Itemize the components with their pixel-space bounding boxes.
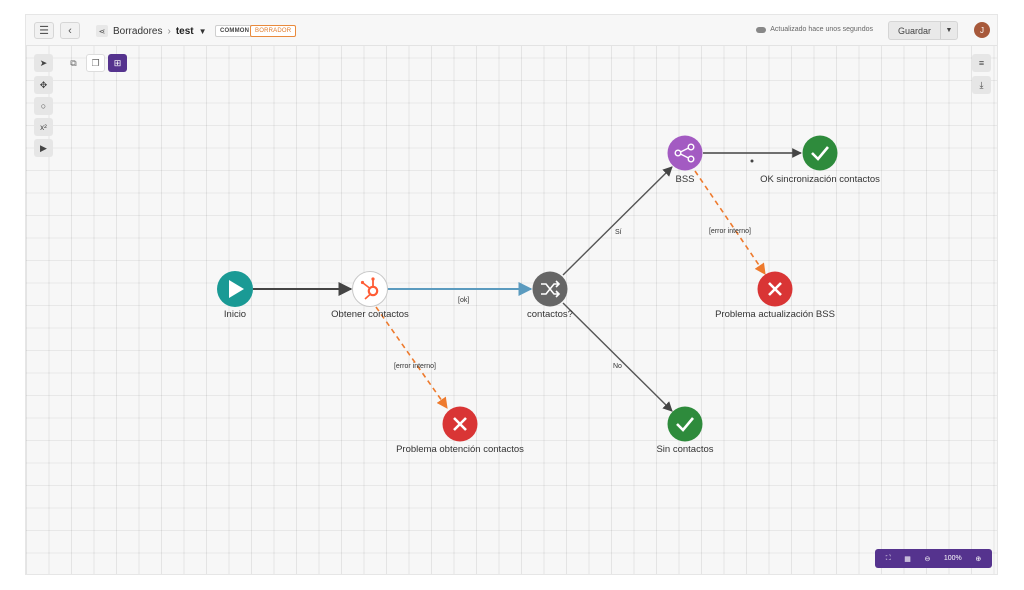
- save-dropdown-icon[interactable]: ▼: [940, 22, 957, 39]
- node-sin-contactos[interactable]: [667, 406, 703, 442]
- edge-label-no: No: [613, 363, 622, 370]
- tag-common: COMMON: [215, 25, 255, 37]
- play-icon: [229, 280, 244, 298]
- node-bss[interactable]: [667, 135, 703, 171]
- edge-label-error-bss: [error interno]: [709, 228, 751, 235]
- flow-diagram: [ok] Sí No [error interno] [error intern…: [217, 135, 880, 455]
- tag-draft: BORRADOR: [250, 25, 297, 37]
- variables-tool-icon[interactable]: x²: [34, 118, 53, 136]
- edge-contactos-bss[interactable]: [562, 166, 673, 276]
- chevron-down-icon[interactable]: ▼: [198, 26, 207, 36]
- menu-icon[interactable]: ☰: [34, 22, 54, 39]
- node-label-prob-obt: Problema obtención contactos: [396, 444, 524, 455]
- list-icon[interactable]: ≡: [972, 54, 991, 72]
- edge-label-error-obtener: [error interno]: [394, 363, 436, 370]
- node-ok-sincronizacion[interactable]: [802, 135, 838, 171]
- edge-label-si: Sí: [615, 229, 622, 236]
- fullscreen-icon[interactable]: ⛶: [885, 554, 891, 562]
- node-contactos-decision[interactable]: [532, 271, 568, 307]
- circle-tool-icon[interactable]: ○: [34, 97, 53, 115]
- zoom-out-icon[interactable]: ⊖: [924, 555, 931, 563]
- shuffle-icon: [541, 280, 561, 298]
- run-tool-icon[interactable]: ▶: [34, 139, 53, 157]
- save-status: Actualizado hace unos segundos: [756, 26, 873, 33]
- paste-icon[interactable]: ❐: [86, 54, 105, 72]
- node-problema-obtencion[interactable]: [442, 406, 478, 442]
- close-icon: [453, 417, 467, 431]
- copy-icon[interactable]: ⧉: [70, 57, 77, 68]
- node-label-contactos: contactos?: [527, 309, 573, 320]
- flow-canvas[interactable]: ➤ ✥ ○ x² ▶ ⧉ ❐ ⊞ ≡ ⤓: [26, 46, 997, 574]
- shapes-tool-icon[interactable]: ✥: [34, 76, 53, 94]
- map-icon[interactable]: ▦: [904, 555, 911, 563]
- edge-obtener-error[interactable]: [375, 306, 448, 409]
- node-label-obtener: Obtener contactos: [331, 309, 409, 320]
- edge-handle: [750, 159, 754, 163]
- close-icon: [768, 282, 782, 296]
- avatar[interactable]: J: [974, 22, 990, 38]
- breadcrumb-parent[interactable]: Borradores: [113, 25, 163, 37]
- node-label-sin: Sin contactos: [656, 444, 713, 455]
- node-problema-bss[interactable]: [757, 271, 793, 307]
- chevron-right-icon: ›: [167, 25, 171, 37]
- node-inicio[interactable]: [217, 271, 253, 307]
- zoom-toolbar: ⛶ ▦ ⊖ 100% ⊕: [875, 549, 992, 568]
- edge-bss-error[interactable]: [694, 170, 766, 275]
- zoom-level: 100%: [943, 555, 962, 562]
- back-button[interactable]: ‹: [60, 22, 80, 39]
- top-bar: ☰ ‹ ⋖ Borradores › test ▼ COMMON BORRADO…: [26, 15, 997, 46]
- node-label-prob-bss: Problema actualización BSS: [715, 309, 835, 320]
- pointer-tool-icon[interactable]: ➤: [34, 54, 53, 72]
- node-label-inicio: Inicio: [224, 309, 246, 320]
- download-icon[interactable]: ⤓: [972, 76, 991, 94]
- save-button[interactable]: Guardar ▼: [888, 21, 958, 40]
- grid-toggle-icon[interactable]: ⊞: [108, 54, 127, 72]
- share-icon: ⋖: [96, 25, 108, 37]
- cloud-icon: [756, 26, 767, 33]
- app-frame: ☰ ‹ ⋖ Borradores › test ▼ COMMON BORRADO…: [25, 14, 998, 575]
- node-obtener-contactos[interactable]: [352, 271, 388, 307]
- save-label: Guardar: [897, 25, 932, 36]
- check-icon: [811, 146, 829, 161]
- node-label-ok: OK sincronización contactos: [760, 174, 880, 185]
- node-label-bss: BSS: [675, 174, 694, 185]
- edge-contactos-sin[interactable]: [562, 302, 673, 412]
- breadcrumb-current[interactable]: test: [175, 25, 194, 37]
- edge-label-ok: [ok]: [458, 297, 469, 304]
- share-nodes-icon: [674, 143, 695, 163]
- hubspot-icon: [360, 277, 379, 300]
- breadcrumb: ⋖ Borradores › test ▼: [96, 23, 207, 39]
- status-text: Actualizado hace unos segundos: [770, 26, 873, 33]
- check-icon: [676, 417, 694, 432]
- zoom-in-icon[interactable]: ⊕: [975, 555, 982, 563]
